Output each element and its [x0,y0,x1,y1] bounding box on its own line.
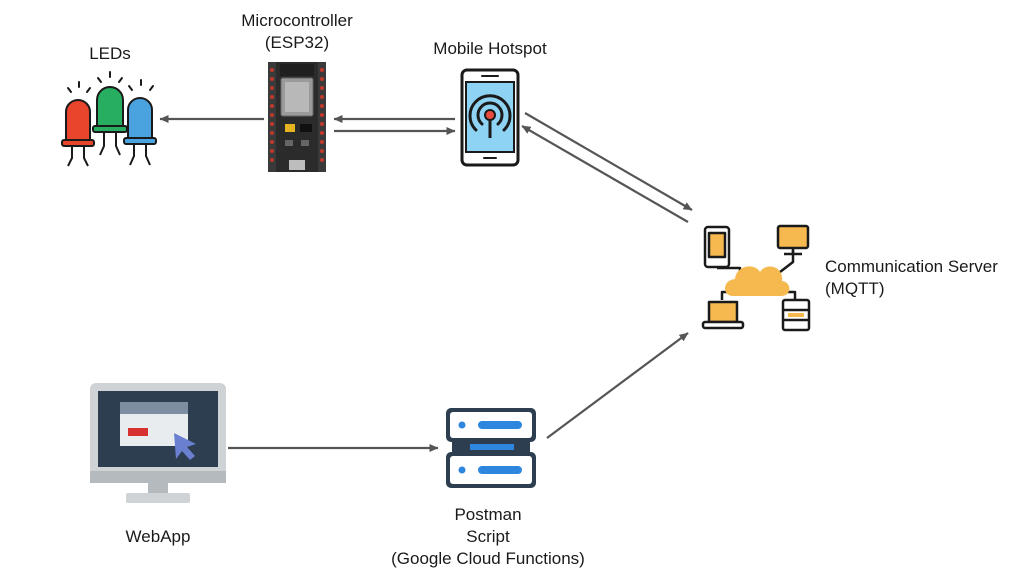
microcontroller-label-line1: Microcontroller [241,11,353,30]
arrow-server-to-hotspot [521,125,689,223]
hotspot-label: Mobile Hotspot [433,39,547,58]
arrow-hotspot-to-server [524,112,693,211]
arrow-postman-to-server [546,332,689,439]
webapp-label: WebApp [125,527,191,546]
smartphone-hotspot-icon [460,68,520,167]
postman-label-line1: Postman [454,505,522,524]
green-led-icon [92,86,128,156]
esp32-board-icon [268,62,326,172]
postman-label: Postman Script (Google Cloud Functions) [391,504,585,570]
red-led-icon [61,99,95,167]
glow-lines [67,71,154,93]
desktop-monitor-icon [90,383,226,503]
server-label: Communication Server (MQTT) [825,256,998,300]
postman-label-line2: Script [466,527,510,546]
server-label-line1: Communication Server [825,257,998,276]
microcontroller-label-line2: (ESP32) [264,33,330,52]
postman-label-line3: (Google Cloud Functions) [391,549,585,568]
led-icons [61,71,157,167]
microcontroller-label: Microcontroller (ESP32) [241,10,352,54]
leds-label: LEDs [89,44,131,63]
server-stack-icon [446,408,536,488]
server-label-line2: (MQTT) [825,279,885,298]
connection-arrows [159,112,693,452]
blue-led-icon [123,97,157,166]
cloud-network-icon [701,224,811,332]
